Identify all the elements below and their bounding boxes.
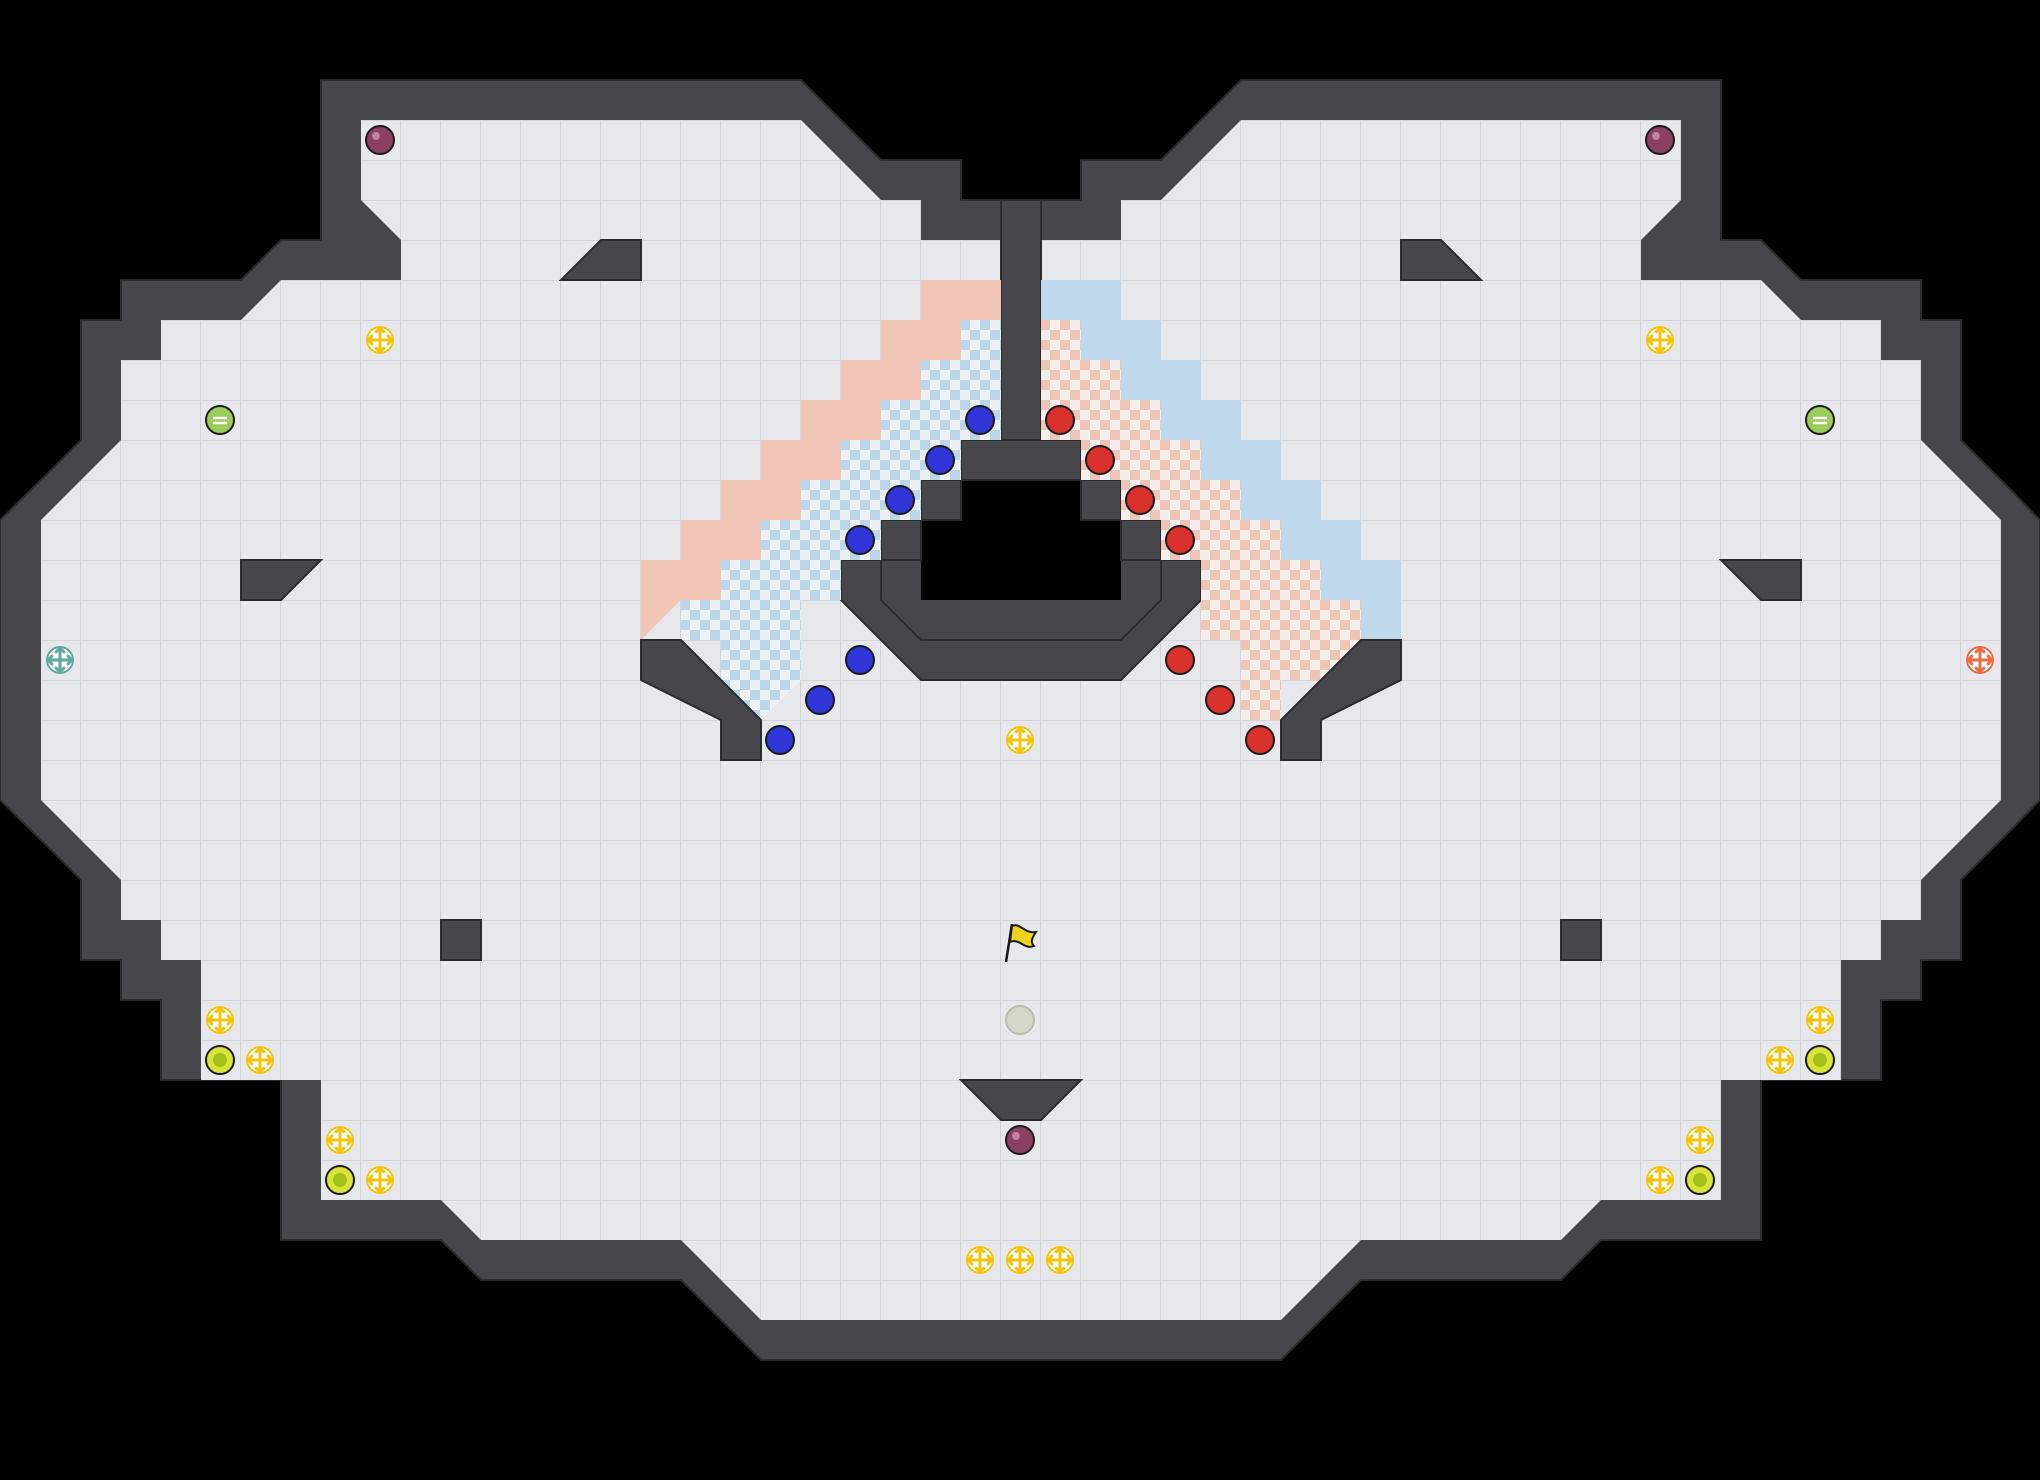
bomb-icon: [1005, 1125, 1035, 1155]
red-ball-icon: [1165, 645, 1195, 675]
portal-icon: [325, 1165, 355, 1195]
portal-icon: [205, 1045, 235, 1075]
wall-block: [240, 559, 324, 601]
boost-icon: [1045, 1245, 1075, 1275]
red-boost-icon: [1965, 645, 1995, 675]
obstacles: [240, 239, 1802, 1121]
red-ball-icon: [1125, 485, 1155, 515]
wall-block: [558, 239, 642, 281]
red-team-zone: [641, 280, 1361, 720]
blue-ball-icon: [885, 485, 915, 515]
wall-block: [440, 919, 482, 961]
wall-block: [1400, 239, 1484, 281]
wall-block: [958, 1079, 1084, 1121]
boost-icon: [1805, 1005, 1835, 1035]
arena-floor: [41, 120, 2001, 1320]
boost-icon: [1645, 325, 1675, 355]
gate-icon: [205, 405, 235, 435]
center-divider-wall: [1000, 199, 1042, 441]
boost-icon: [205, 1005, 235, 1035]
wall-block: [1718, 559, 1802, 601]
bomb-icon: [365, 125, 395, 155]
boost-icon: [365, 1165, 395, 1195]
neutral-ball-icon: [1005, 1005, 1035, 1035]
red-ball-icon: [1245, 725, 1275, 755]
boost-icon: [1685, 1125, 1715, 1155]
bomb-icon: [1645, 125, 1675, 155]
red-ball-icon: [1085, 445, 1115, 475]
blue-ball-icon: [965, 405, 995, 435]
teal-boost-icon: [45, 645, 75, 675]
blue-team-zone: [681, 280, 1401, 720]
boost-icon: [1005, 725, 1035, 755]
wall-block: [1280, 639, 1402, 761]
blue-ball-icon: [765, 725, 795, 755]
red-ball-icon: [1045, 405, 1075, 435]
red-ball-icon: [1165, 525, 1195, 555]
boost-icon: [325, 1125, 355, 1155]
boost-icon: [245, 1045, 275, 1075]
boost-icon: [1765, 1045, 1795, 1075]
yellow-flag-icon: [1004, 923, 1039, 963]
red-ball-icon: [1205, 685, 1235, 715]
boost-icon: [365, 325, 395, 355]
central-void: [921, 480, 1121, 600]
blue-ball-icon: [845, 525, 875, 555]
portal-icon: [1805, 1045, 1835, 1075]
boost-icon: [965, 1245, 995, 1275]
gate-icon: [1805, 405, 1835, 435]
wall-block: [640, 639, 762, 761]
wall-block: [1560, 919, 1602, 961]
blue-ball-icon: [805, 685, 835, 715]
blue-ball-icon: [925, 445, 955, 475]
boost-icon: [1005, 1245, 1035, 1275]
blue-ball-icon: [845, 645, 875, 675]
portal-icon: [1685, 1165, 1715, 1195]
boost-icon: [1645, 1165, 1675, 1195]
